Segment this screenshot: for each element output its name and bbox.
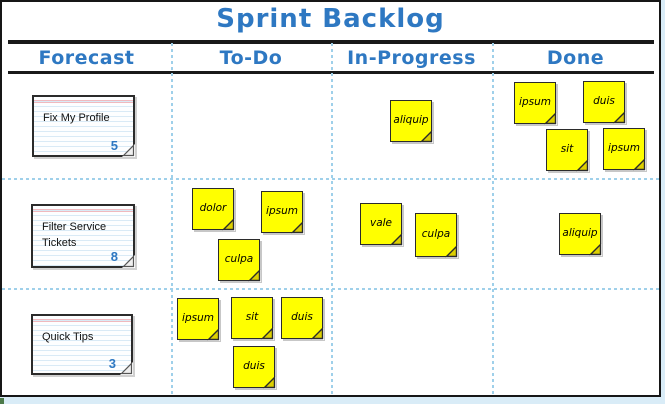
sprint-board: Sprint Backlog Forecast To-Do In-Progres… bbox=[0, 0, 661, 397]
sticky-note-label: sit bbox=[245, 310, 259, 323]
column-header-todo: To-Do bbox=[219, 47, 283, 69]
row-separator bbox=[2, 288, 659, 290]
sticky-note-label: ipsum bbox=[519, 95, 551, 108]
row-separator bbox=[2, 178, 659, 180]
sticky-note-label: vale bbox=[369, 216, 393, 229]
folded-corner-icon bbox=[122, 144, 135, 157]
story-card-title: Quick Tips bbox=[42, 331, 94, 343]
sticky-note-label: ipsum bbox=[182, 311, 214, 324]
sticky-note[interactable]: duis bbox=[281, 297, 324, 340]
story-card[interactable]: Filter Service Tickets 8 bbox=[31, 204, 135, 268]
folded-corner-icon bbox=[263, 376, 276, 389]
sticky-note[interactable]: aliquip bbox=[390, 100, 433, 143]
sticky-note-label: dolor bbox=[199, 201, 227, 214]
sticky-note[interactable]: ipsum bbox=[261, 191, 304, 234]
sticky-note[interactable]: aliquip bbox=[559, 213, 602, 256]
folded-corner-icon bbox=[589, 243, 602, 256]
sticky-note[interactable]: vale bbox=[360, 203, 403, 246]
sticky-note-label: duis bbox=[243, 359, 265, 372]
sticky-note-label: aliquip bbox=[393, 113, 429, 126]
folded-corner-icon bbox=[248, 269, 261, 282]
folded-corner-icon bbox=[120, 362, 133, 375]
folded-corner-icon bbox=[420, 130, 433, 143]
sticky-note-label: culpa bbox=[421, 227, 451, 240]
folded-corner-icon bbox=[390, 233, 403, 246]
story-points: 8 bbox=[110, 249, 118, 264]
story-card[interactable]: Fix My Profile 5 bbox=[32, 95, 135, 157]
folded-corner-icon bbox=[576, 159, 589, 172]
corner-accent bbox=[0, 398, 4, 404]
sticky-note[interactable]: sit bbox=[231, 297, 274, 340]
sticky-note[interactable]: sit bbox=[546, 129, 589, 172]
story-card-title: Fix My Profile bbox=[43, 112, 110, 124]
story-points: 3 bbox=[108, 356, 116, 371]
sticky-note[interactable]: culpa bbox=[218, 239, 261, 282]
folded-corner-icon bbox=[311, 327, 324, 340]
sticky-note-label: duis bbox=[593, 94, 615, 107]
folded-corner-icon bbox=[261, 327, 274, 340]
sticky-note[interactable]: culpa bbox=[415, 213, 458, 258]
sticky-note[interactable]: duis bbox=[583, 81, 626, 124]
folded-corner-icon bbox=[222, 218, 235, 231]
folded-corner-icon bbox=[207, 328, 220, 341]
story-card[interactable]: Quick Tips 3 bbox=[31, 314, 133, 375]
sticky-note-label: sit bbox=[560, 142, 574, 155]
folded-corner-icon bbox=[291, 221, 304, 234]
column-header-forecast: Forecast bbox=[38, 47, 135, 69]
sticky-note[interactable]: ipsum bbox=[177, 298, 220, 341]
board-title: Sprint Backlog bbox=[216, 4, 445, 34]
sticky-note-label: culpa bbox=[224, 252, 254, 265]
title-divider bbox=[8, 40, 654, 44]
folded-corner-icon bbox=[122, 255, 135, 268]
story-points: 5 bbox=[110, 138, 118, 153]
column-separator bbox=[492, 43, 494, 394]
folded-corner-icon bbox=[544, 112, 557, 125]
column-header-done: Done bbox=[546, 47, 605, 69]
column-separator bbox=[171, 43, 173, 394]
sticky-note-label: ipsum bbox=[608, 141, 640, 154]
sticky-note[interactable]: dolor bbox=[192, 188, 235, 231]
folded-corner-icon bbox=[445, 245, 458, 258]
sticky-note-label: ipsum bbox=[266, 204, 298, 217]
folded-corner-icon bbox=[633, 158, 646, 171]
column-separator bbox=[331, 43, 333, 394]
column-header-inprogress: In-Progress bbox=[347, 47, 476, 69]
sticky-note-label: aliquip bbox=[562, 226, 598, 239]
folded-corner-icon bbox=[613, 111, 626, 124]
sticky-note[interactable]: duis bbox=[233, 346, 276, 389]
story-card-title: Filter Service Tickets bbox=[42, 221, 107, 249]
sticky-note[interactable]: ipsum bbox=[603, 128, 646, 171]
sticky-note[interactable]: ipsum bbox=[514, 82, 557, 125]
sticky-note-label: duis bbox=[291, 310, 313, 323]
